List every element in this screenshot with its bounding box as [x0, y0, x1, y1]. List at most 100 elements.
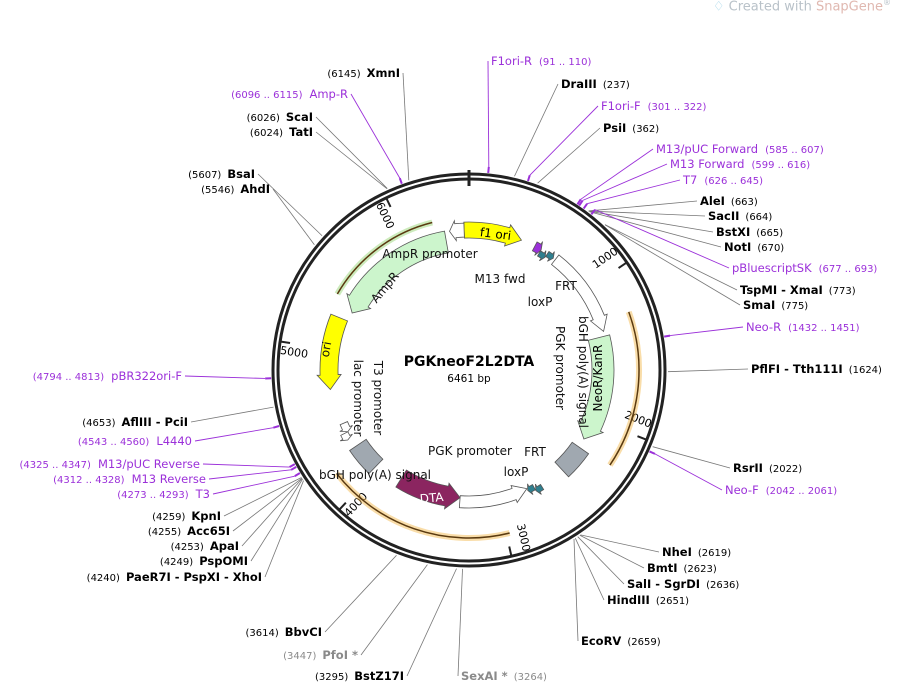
primer-leader-line — [350, 93, 401, 179]
feature-ampr[interactable] — [346, 230, 449, 314]
restriction-site-label[interactable]: (3447)PfoI * — [283, 648, 358, 662]
feature-dta[interactable] — [395, 469, 461, 510]
restriction-site-label[interactable]: SacII(664) — [708, 209, 772, 223]
primer-label[interactable]: (6096 .. 6115)Amp-R — [231, 87, 348, 101]
site-leader-line — [324, 555, 397, 633]
feature-frt[interactable] — [535, 483, 545, 495]
primer-range: (626 .. 645) — [704, 176, 763, 187]
site-name: EcoRV — [581, 634, 621, 648]
primer-label[interactable]: (4543 .. 4560)L4440 — [78, 434, 192, 448]
feature-label: f1 ori — [479, 225, 512, 243]
site-name: BstXI — [716, 225, 750, 239]
primer-label[interactable]: F1ori-F(301 .. 322) — [601, 99, 706, 113]
restriction-site-label[interactable]: BstXI (665) — [716, 225, 783, 239]
site-leader-line — [574, 538, 605, 601]
restriction-site-label[interactable]: AleI(663) — [700, 194, 758, 208]
restriction-site-label[interactable]: DraIII(237) — [561, 77, 630, 91]
primer-range: (6096 .. 6115) — [231, 90, 303, 101]
feature-ampr-promoter[interactable] — [449, 219, 465, 243]
primer-label[interactable]: M13 Forward (599 .. 616) — [670, 157, 810, 171]
restriction-site-label[interactable]: (4259)KpnI — [152, 509, 221, 523]
site-name: ScaI — [286, 110, 313, 124]
restriction-site-label[interactable]: EcoRV(2659) — [581, 634, 661, 648]
restriction-site-label[interactable]: NotI(670) — [724, 240, 784, 254]
restriction-site-label[interactable]: RsrII(2022) — [733, 461, 802, 475]
site-position: (4249) — [160, 557, 193, 568]
feature-pgk-promoter[interactable] — [458, 485, 528, 509]
restriction-site-label[interactable]: (3614)BbvCI — [246, 625, 322, 639]
restriction-site-label[interactable]: HindIII(2651) — [607, 593, 689, 607]
feature-frt[interactable] — [536, 250, 547, 262]
primer-range: (91 .. 110) — [539, 57, 591, 68]
primer-label[interactable]: (4794 .. 4813)pBR322ori-F — [33, 369, 182, 383]
restriction-site-label[interactable]: BmtI(2623) — [647, 561, 717, 575]
restriction-site-label[interactable]: (6026)ScaI — [247, 110, 313, 124]
snapgene-logo-icon: ♢ — [712, 0, 725, 15]
primer-name: F1ori-F — [601, 99, 641, 113]
primer-label[interactable]: pBluescriptSK(677 .. 693) — [732, 261, 877, 275]
feature-label: FRT — [524, 445, 546, 459]
plasmid-length: 6461 bp — [447, 373, 491, 385]
restriction-site-label[interactable]: (4653)AflIII - PciI — [82, 415, 188, 429]
restriction-site-label[interactable]: (5546)AhdI — [201, 182, 270, 196]
restriction-site-label[interactable]: (6145)XmnI — [327, 66, 400, 80]
feature-bgh-poly-a-signal[interactable] — [554, 441, 590, 478]
feature-m13-fwd[interactable] — [531, 241, 543, 256]
primer-label[interactable]: T7(626 .. 645) — [682, 173, 763, 187]
restriction-site-label[interactable]: (4255)Acc65I — [148, 524, 230, 538]
primer-label[interactable]: (4273 .. 4293)T3 — [117, 487, 210, 501]
feature-t3-promoter[interactable] — [339, 431, 353, 442]
restriction-site-label[interactable]: TspMI - XmaI(773) — [740, 283, 856, 297]
feature-ori[interactable] — [316, 313, 349, 391]
primer-name: pBR322ori-F — [111, 369, 182, 383]
primer-range: (585 .. 607) — [765, 145, 824, 156]
site-position: (665) — [756, 228, 783, 239]
primer-range: (599 .. 616) — [751, 160, 810, 171]
site-name: AflIII - PciI — [121, 415, 188, 429]
site-position: (3264) — [514, 672, 547, 683]
site-position: (362) — [632, 124, 659, 135]
site-position: (5607) — [188, 170, 221, 181]
site-position: (2022) — [769, 464, 802, 475]
restriction-site-label[interactable]: PsiI(362) — [603, 121, 659, 135]
site-name: BstZ17I — [354, 669, 404, 683]
site-leader-line — [588, 200, 698, 212]
site-position: (5546) — [201, 185, 234, 196]
site-name: ApaI — [210, 539, 239, 553]
feature-f1-ori[interactable] — [463, 221, 523, 247]
primer-label[interactable]: M13/pUC Forward(585 .. 607) — [656, 142, 824, 156]
feature-lac-promoter[interactable] — [339, 421, 353, 433]
restriction-site-label[interactable]: NheI(2619) — [662, 545, 731, 559]
restriction-site-label[interactable]: (4249)PspOMI — [160, 554, 248, 568]
feature-loxp[interactable] — [545, 250, 555, 262]
primer-leader-line — [184, 375, 266, 379]
feature-bgh-poly-a-signal[interactable] — [349, 438, 384, 475]
primer-label[interactable]: F1ori-R(91 .. 110) — [491, 54, 591, 68]
site-leader-line — [580, 534, 660, 553]
tick-mark — [508, 546, 513, 557]
feature-pgk-promoter[interactable] — [550, 254, 608, 333]
restriction-site-label[interactable]: (4253)ApaI — [171, 539, 239, 553]
primer-leader-line — [202, 463, 290, 468]
restriction-site-label[interactable]: (4240)PaeR7I - PspXI - XhoI — [87, 570, 262, 584]
restriction-site-label[interactable]: SmaI(775) — [743, 298, 808, 312]
restriction-site-label[interactable]: PflFI - Tth111I(1624) — [751, 362, 882, 376]
feature-neor-kanr[interactable] — [577, 334, 615, 440]
site-name: SexAI * — [461, 669, 508, 683]
restriction-site-label[interactable]: (6024)TatI — [250, 125, 313, 139]
primer-label[interactable]: (4325 .. 4347)M13/pUC Reverse — [20, 457, 200, 471]
restriction-site-label[interactable]: (3295)BstZ17I — [315, 669, 404, 683]
primer-range: (4312 .. 4328) — [53, 475, 125, 486]
primer-name: M13 Forward — [670, 157, 744, 171]
restriction-site-label[interactable]: SexAI * (3264) — [461, 669, 547, 683]
site-leader-line — [223, 477, 302, 517]
site-position: (4259) — [152, 512, 185, 523]
site-leader-line — [402, 72, 410, 181]
primer-label[interactable]: (4312 .. 4328)M13 Reverse — [53, 472, 206, 486]
primer-label[interactable]: Neo-F(2042 .. 2061) — [725, 483, 837, 497]
primer-label[interactable]: Neo-R(1432 .. 1451) — [746, 320, 860, 334]
restriction-site-label[interactable]: (5607)BsaI — [188, 167, 255, 181]
primer-range: (2042 .. 2061) — [766, 486, 838, 497]
feature-loxp[interactable] — [527, 483, 536, 495]
restriction-site-label[interactable]: SalI - SgrDI(2636) — [627, 577, 739, 591]
